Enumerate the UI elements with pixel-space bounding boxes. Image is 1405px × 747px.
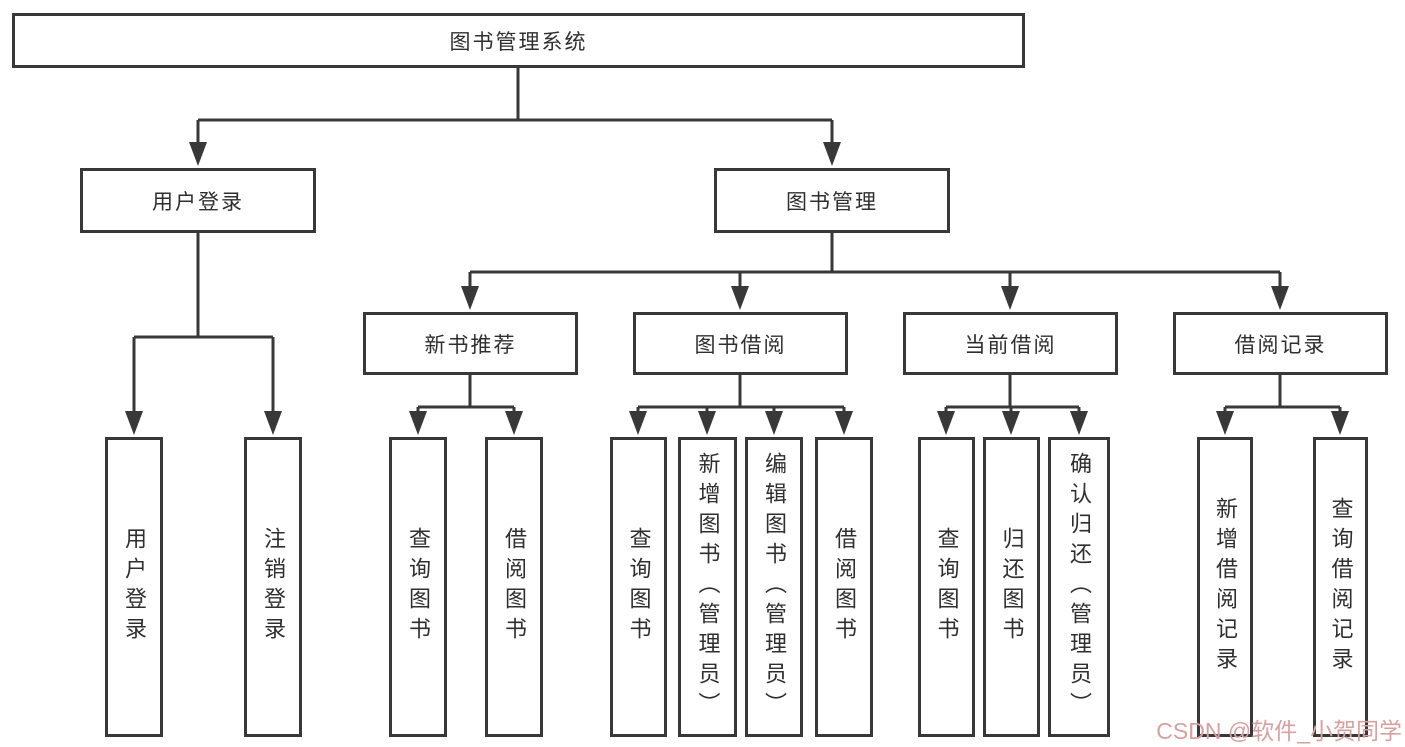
leaf-query-borrow-record: 查询借阅记录 bbox=[1313, 437, 1368, 737]
leaf-query-book-recommend: 查询图书 bbox=[389, 437, 447, 737]
leaf-user-login: 用户登录 bbox=[105, 437, 163, 737]
leaf-edit-book-admin: 编辑图书（管理员） bbox=[745, 437, 803, 737]
node-borrow-records: 借阅记录 bbox=[1173, 312, 1388, 375]
leaf-return-book: 归还图书 bbox=[983, 437, 1040, 737]
node-book-management: 图书管理 bbox=[714, 168, 950, 233]
node-new-book-recommend: 新书推荐 bbox=[363, 312, 578, 375]
node-user-login: 用户登录 bbox=[80, 168, 316, 233]
leaf-add-borrow-record: 新增借阅记录 bbox=[1197, 437, 1253, 737]
node-root-library-system: 图书管理系统 bbox=[12, 13, 1025, 68]
leaf-borrow-book-recommend: 借阅图书 bbox=[485, 437, 543, 737]
node-current-borrow: 当前借阅 bbox=[903, 312, 1118, 375]
node-book-borrow: 图书借阅 bbox=[633, 312, 848, 375]
leaf-confirm-return-admin: 确认归还（管理员） bbox=[1048, 437, 1110, 737]
leaf-query-book-current: 查询图书 bbox=[918, 437, 975, 737]
leaf-borrow-book: 借阅图书 bbox=[815, 437, 873, 737]
leaf-logout: 注销登录 bbox=[244, 437, 302, 737]
csdn-watermark: CSDN @软件_小贺同学 bbox=[1156, 718, 1402, 744]
arrowheads bbox=[125, 142, 1349, 435]
leaf-query-book-borrow: 查询图书 bbox=[610, 437, 667, 737]
leaf-add-book-admin: 新增图书（管理员） bbox=[678, 437, 737, 737]
